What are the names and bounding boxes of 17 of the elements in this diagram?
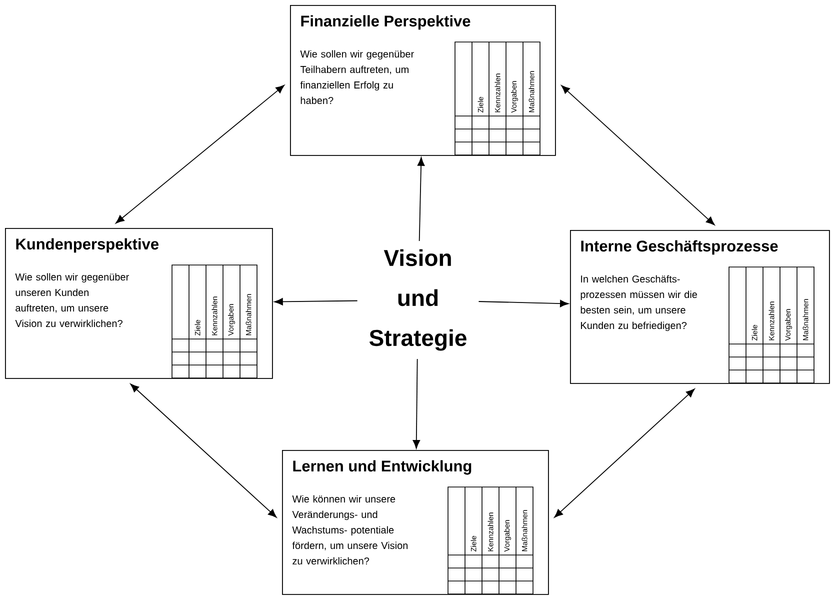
question-text: Wie sollen wir gegenüber unseren Kunden auftreten, um unsere Vision zu verwirklichen? — [15, 273, 129, 328]
arrow — [554, 388, 695, 518]
box-heading: Kundenperspektive — [16, 238, 159, 253]
arrow — [274, 298, 358, 306]
question-text: Wie können wir unsere Veränderungs- und Wachstums- potentiale fördern, um unsere Vision zu verwirklichen? — [292, 495, 408, 565]
box-heading: Lernen und Entwicklung — [293, 460, 472, 475]
arrow — [478, 300, 569, 308]
question-text: Wie sollen wir gegenüber Teilhabern auftreten, um finanziellen Erfolg zu haben? — [300, 50, 414, 104]
arrow — [412, 358, 420, 449]
arrow — [130, 384, 277, 518]
box-heading: Finanzielle Perspektive — [301, 15, 470, 30]
box-heading: Interne Geschäftsprozesse — [581, 240, 778, 255]
arrow — [417, 157, 425, 242]
arrow — [116, 84, 284, 224]
center-title: Vision und Strategie — [369, 249, 466, 351]
question-text: In welchen Geschäfts- prozessen müssen wir die besten sein, um unsere Kunden zu befriedigen? — [580, 275, 697, 331]
arrow — [561, 85, 715, 226]
